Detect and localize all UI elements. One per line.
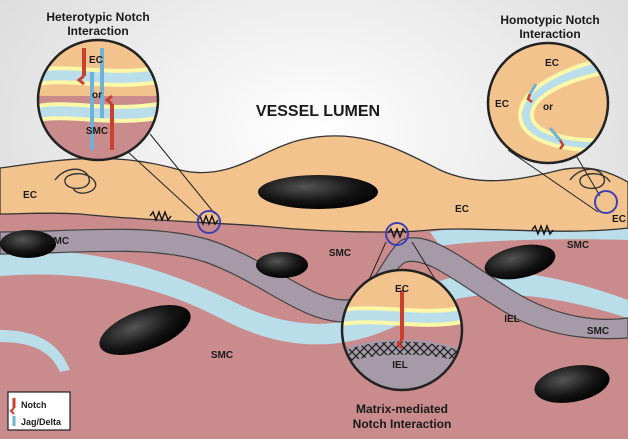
ec-label-right: EC: [612, 214, 626, 225]
ec-label-left: EC: [23, 190, 37, 201]
iel-label-main: IEL: [504, 314, 520, 325]
het-or-label: or: [92, 90, 102, 101]
smc-nucleus-mid: [256, 252, 308, 278]
homotypic-title-2: Interaction: [519, 27, 580, 41]
legend: Notch Jag/Delta: [8, 392, 70, 430]
ec-nucleus: [258, 175, 378, 209]
heterotypic-title-1: Heterotypic Notch: [46, 10, 149, 24]
het-smc-label: SMC: [86, 126, 108, 137]
smc-label-mid: SMC: [329, 248, 351, 259]
matrix-title-2: Notch Interaction: [353, 417, 452, 431]
ec-label-center: EC: [455, 204, 469, 215]
smc-label-right: SMC: [567, 240, 589, 251]
hom-or-label: or: [543, 102, 553, 113]
vessel-lumen-label: VESSEL LUMEN: [256, 103, 380, 120]
legend-notch-label: Notch: [21, 400, 47, 410]
smc-label-bottom: SMC: [211, 350, 233, 361]
hom-ec-label-top: EC: [545, 58, 559, 69]
smc-label-left: SMC: [47, 236, 69, 247]
heterotypic-title-2: Interaction: [67, 24, 128, 38]
matrix-title-1: Matrix-mediated: [356, 402, 448, 416]
homotypic-title-1: Homotypic Notch: [500, 13, 599, 27]
mat-ec-label: EC: [395, 284, 409, 295]
het-ec-label: EC: [89, 55, 103, 66]
mat-iel-label: IEL: [392, 360, 408, 371]
smc-label-bottom-right: SMC: [587, 326, 609, 337]
hom-ec-label-left: EC: [495, 99, 509, 110]
legend-jag-label: Jag/Delta: [21, 417, 62, 427]
